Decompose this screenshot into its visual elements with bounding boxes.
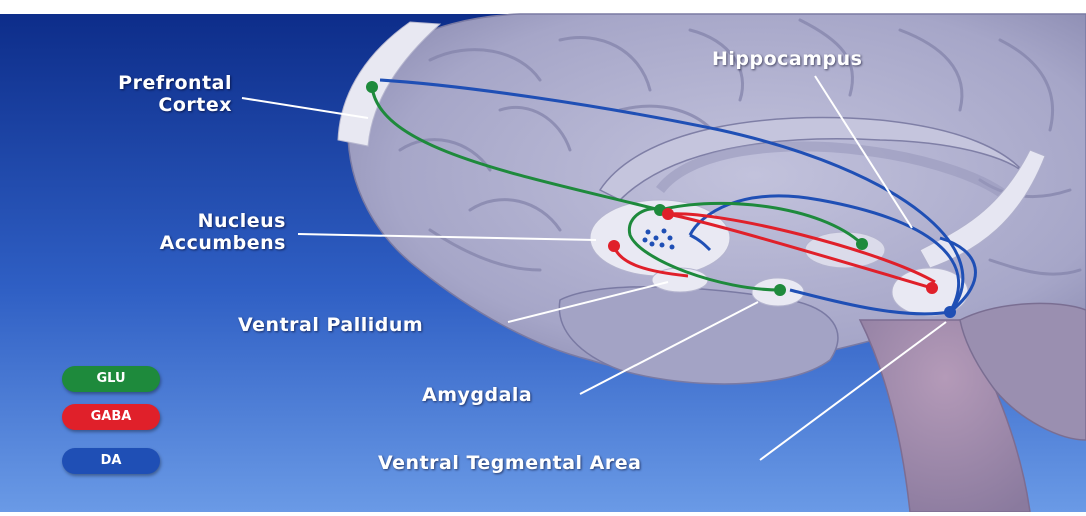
legend-gaba: GABA [62, 404, 160, 430]
da-node-vta [944, 306, 956, 318]
top-border [0, 0, 1086, 14]
prefrontal-cortex-label-line2: Cortex [60, 94, 232, 116]
hippocampus-label: Hippocampus [712, 48, 863, 70]
legend-glu: GLU [62, 366, 160, 392]
glu-node-amygdala [774, 284, 786, 296]
glu-node-prefrontal [366, 81, 378, 93]
nucleus-accumbens-label-line1: Nucleus [100, 210, 286, 232]
amygdala-label: Amygdala [422, 384, 532, 406]
gaba-node-accumbens [662, 208, 674, 220]
glu-node-hippocampus [856, 238, 868, 250]
ventral-pallidum-label: Ventral Pallidum [238, 314, 423, 336]
prefrontal-cortex-label-line1: Prefrontal [60, 72, 232, 94]
prefrontal-cortex-label: Prefrontal Cortex [60, 72, 232, 116]
gaba-node-vta [926, 282, 938, 294]
ventral-tegmental-area-label: Ventral Tegmental Area [378, 452, 641, 474]
gaba-node-pallidum [608, 240, 620, 252]
legend-da: DA [62, 448, 160, 474]
nucleus-accumbens-label-line2: Accumbens [100, 232, 286, 254]
nucleus-accumbens-label: Nucleus Accumbens [100, 210, 286, 254]
